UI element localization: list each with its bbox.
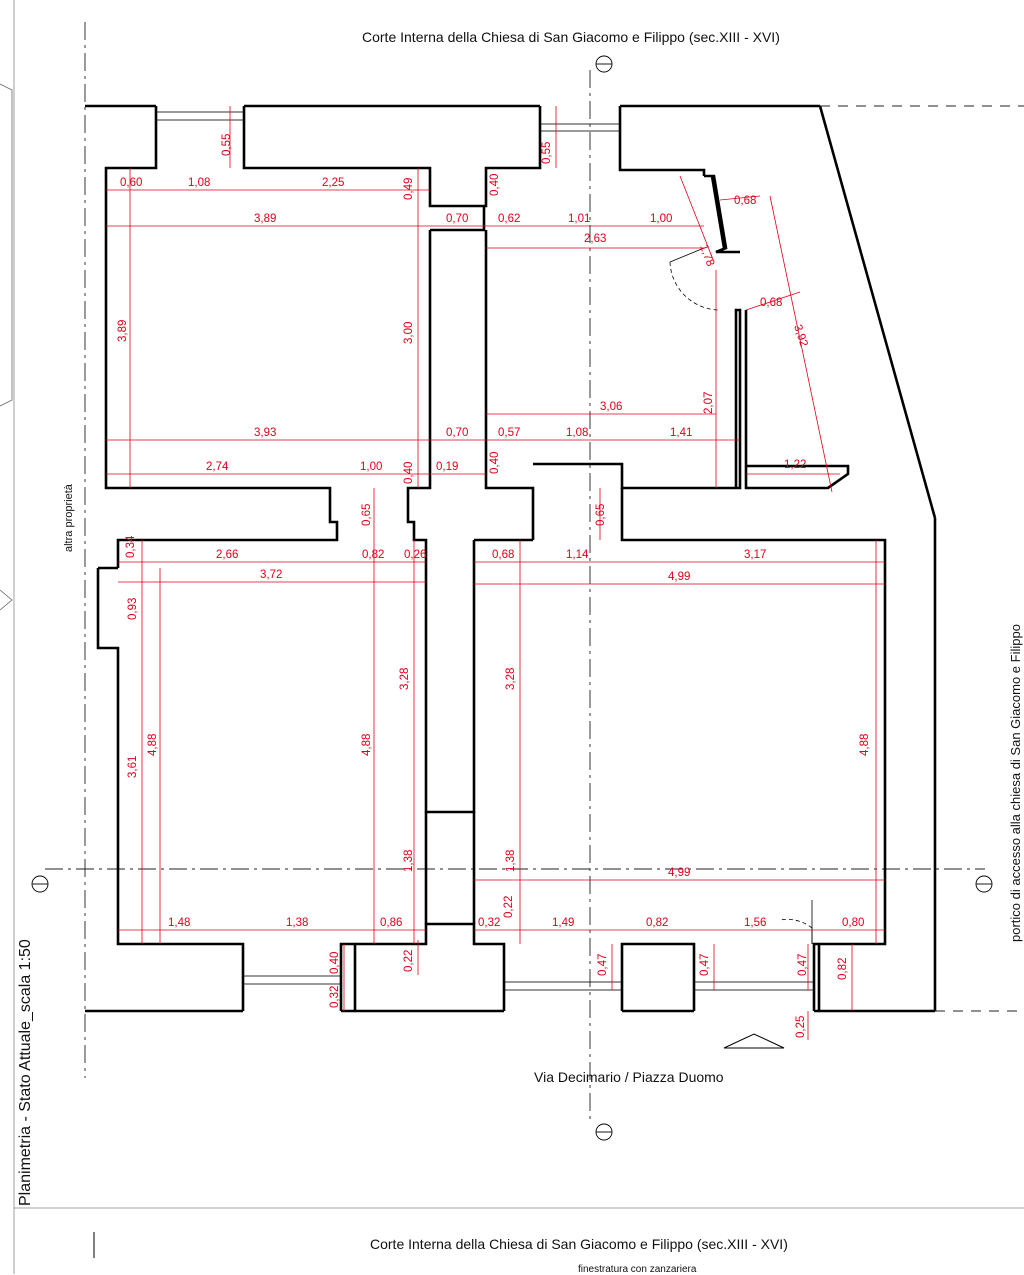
dimension-label: 1,49 xyxy=(552,917,574,929)
dimension-label: 0,65 xyxy=(595,504,607,526)
dimension-label: 0,22 xyxy=(403,950,415,972)
dimension-label: 0,62 xyxy=(498,213,520,225)
dimension-label: 3,92 xyxy=(791,323,809,348)
dimension-label: 3,17 xyxy=(744,549,766,561)
section-axes xyxy=(45,22,1024,1120)
dimension-labels: 0,60 1,08 2,25 0,49 3,89 0,70 0,62 1,01 … xyxy=(117,134,871,1038)
dimension-label: 4,88 xyxy=(859,734,871,756)
dimension-label: 2,74 xyxy=(206,461,229,473)
dimension-label: 4,88 xyxy=(147,734,159,756)
dimension-label: 0,86 xyxy=(380,917,402,929)
dimension-label: 0,70 xyxy=(446,213,468,225)
dimension-label: 0,26 xyxy=(404,549,426,561)
entrance-arrow-icon xyxy=(723,1033,785,1049)
footer-legend-label: finestratura con zanzariera xyxy=(578,1264,697,1275)
dimension-label: 1,78 xyxy=(697,243,716,268)
dimension-label: 0,93 xyxy=(127,598,139,620)
dimension-label: 0,32 xyxy=(329,986,341,1008)
dimension-label: 0,40 xyxy=(403,462,415,484)
dimension-label: 1,41 xyxy=(670,427,692,439)
other-property-label: altra proprietà xyxy=(63,484,75,552)
dimension-label: 1,08 xyxy=(566,427,588,439)
dimension-label: 2,07 xyxy=(703,392,715,414)
dimension-label: 0,57 xyxy=(498,427,520,439)
dimension-label: 3,93 xyxy=(254,427,276,439)
dimension-label: 2,66 xyxy=(216,549,238,561)
dimension-label: 1,38 xyxy=(286,917,308,929)
dimension-label: 0,82 xyxy=(362,549,384,561)
dimension-label: 0,60 xyxy=(120,177,142,189)
dimension-label: 3,89 xyxy=(254,213,276,225)
dimension-label: 1,01 xyxy=(568,213,590,225)
dimension-label: 3,06 xyxy=(600,401,622,413)
dimension-label: 3,28 xyxy=(399,668,411,690)
dimension-label: 1,22 xyxy=(784,459,806,471)
dimension-label: 1,48 xyxy=(168,917,190,929)
dimension-label: 4,99 xyxy=(668,571,690,583)
dimension-label: 0,40 xyxy=(489,452,501,474)
section-marker-icon xyxy=(31,55,993,1141)
dimension-label: 0,55 xyxy=(541,142,553,164)
dimension-label: 4,88 xyxy=(361,734,373,756)
dimension-label: 1,38 xyxy=(505,850,517,872)
footer-courtyard-label: Corte Interna della Chiesa di San Giacom… xyxy=(370,1236,788,1252)
dimension-label: 0,32 xyxy=(478,917,500,929)
dimension-label: 0,40 xyxy=(329,952,341,974)
dimension-label: 0,34 xyxy=(125,535,137,558)
dimension-label: 3,28 xyxy=(505,668,517,690)
dimension-label: 1,14 xyxy=(566,549,589,561)
dimension-label: 1,00 xyxy=(650,213,672,225)
dimension-label: 4,99 xyxy=(668,867,690,879)
dimension-label: 0,68 xyxy=(492,549,514,561)
dimension-label: 2,63 xyxy=(584,233,606,245)
dimension-label: 0,68 xyxy=(760,297,782,309)
dimension-label: 0,55 xyxy=(221,134,233,156)
dimension-label: 0,47 xyxy=(797,954,809,976)
dimension-label: 0,25 xyxy=(795,1016,807,1038)
dimension-label: 0,22 xyxy=(503,896,515,918)
street-label: Via Decimario / Piazza Duomo xyxy=(534,1069,724,1085)
dimension-label: 0,19 xyxy=(436,461,458,473)
dimension-label: 2,25 xyxy=(322,177,344,189)
windows xyxy=(155,111,815,991)
dimension-label: 1,08 xyxy=(188,177,210,189)
dimension-label: 3,00 xyxy=(403,322,415,344)
portico-label: portico di accesso alla chiesa di San Gi… xyxy=(1008,624,1023,942)
dimension-label: 1,00 xyxy=(360,461,382,473)
doors xyxy=(669,247,813,944)
walls xyxy=(85,104,937,1013)
dimension-label: 3,72 xyxy=(260,569,282,581)
dimension-label: 0,82 xyxy=(837,958,849,980)
dimension-label: 1,56 xyxy=(744,917,766,929)
dimension-label: 0,47 xyxy=(699,954,711,976)
dimension-label: 0,65 xyxy=(361,504,373,526)
dimension-label: 0,49 xyxy=(403,178,415,200)
sheet-title: Planimetria - Stato Attuale_scala 1:50 xyxy=(17,939,34,1206)
dimension-label: 0,70 xyxy=(446,427,468,439)
courtyard-label: Corte Interna della Chiesa di San Giacom… xyxy=(362,29,780,45)
dimension-label: 1,38 xyxy=(403,850,415,872)
dimension-label: 0,40 xyxy=(489,174,501,196)
dimension-label: 3,89 xyxy=(117,320,129,342)
dimension-label: 0,80 xyxy=(842,917,864,929)
dimension-label: 3,61 xyxy=(127,756,139,778)
dimension-lines xyxy=(106,106,885,1040)
dimension-label: 0,82 xyxy=(646,917,668,929)
dimension-label: 0,68 xyxy=(734,195,756,207)
dimension-label: 0,47 xyxy=(597,954,609,976)
